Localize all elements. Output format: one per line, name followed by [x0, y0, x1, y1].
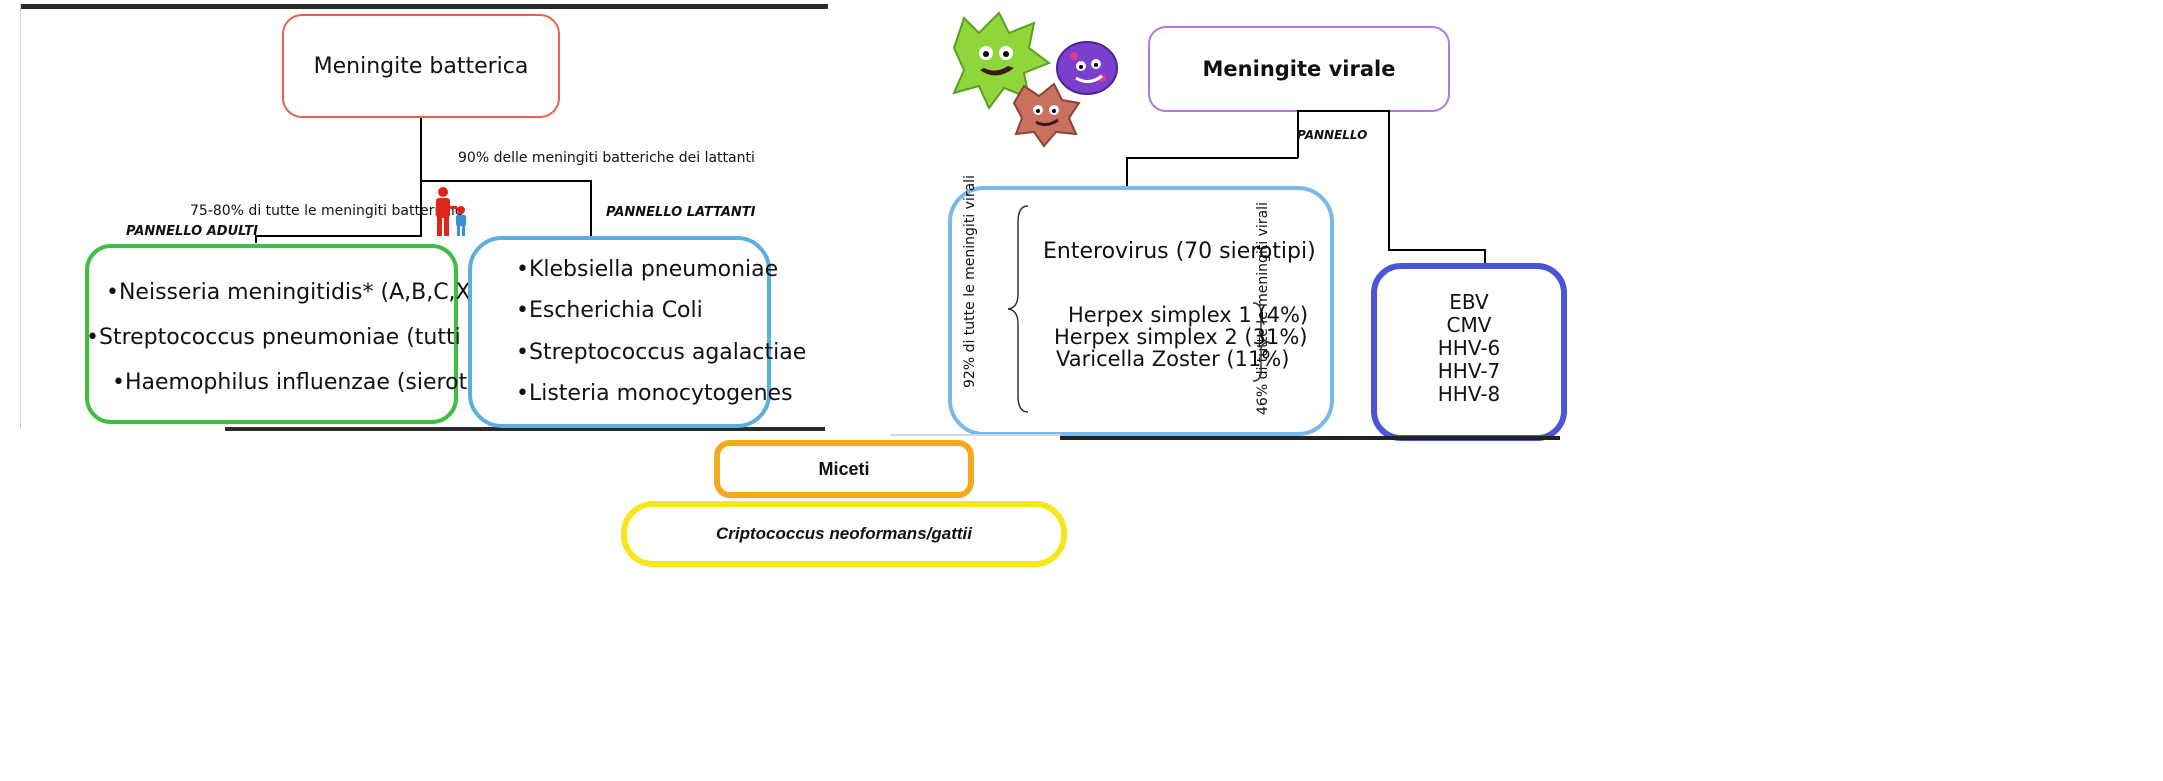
viral-other-cmv: CMV [1446, 313, 1492, 337]
infant-item-streptococcus-agalactiae: •Streptococcus agalactiae [516, 340, 807, 365]
viral-left-side-note: 92% di tutte le meningiti virali [962, 175, 978, 388]
fungi-species-box: Criptococcus neoformans/gattii [621, 501, 1067, 567]
infant-panel-box [468, 236, 771, 428]
fungi-species: Criptococcus neoformans/gattii [716, 524, 972, 543]
infant-item-listeria: •Listeria monocytogenes [516, 381, 793, 406]
viral-panel-label: PANNELLO [1297, 128, 1368, 142]
adult-percentage-note: 75-80% di tutte le meningiti batteriche [190, 203, 464, 219]
connector-adult-drop [255, 235, 257, 243]
infant-panel-label: PANNELLO LATTANTI [606, 205, 756, 220]
infant-item-escherichia: •Escherichia Coli [516, 298, 703, 323]
viral-other-hhv8: HHV-8 [1437, 382, 1501, 406]
viral-connector-right-box-drop [1484, 249, 1486, 265]
viruses-illustration-icon [952, 11, 1118, 148]
parent-child-icon [436, 187, 466, 236]
fungi-title-box: Miceti [714, 440, 974, 498]
infant-percentage-note: 90% delle meningiti batteriche dei latta… [458, 150, 755, 166]
viral-other-hhv7: HHV-7 [1437, 359, 1501, 383]
viral-connector-right [1297, 110, 1389, 112]
bottom-rule-right [1060, 436, 1560, 440]
viral-title: Meningite virale [1202, 57, 1396, 81]
bottom-rule-right-light [890, 434, 1060, 436]
left-panel-edge [20, 4, 21, 428]
viral-connector-right-to-box [1388, 249, 1486, 251]
connector-infant-drop [590, 180, 592, 237]
viral-connector-left-drop [1126, 157, 1128, 187]
top-rule-left [20, 4, 828, 9]
right-curly-brace [1252, 302, 1270, 382]
fungi-title: Miceti [818, 458, 870, 479]
connector-horizontal-adult [255, 235, 422, 237]
viral-other-box [1371, 263, 1567, 441]
viral-title-box: Meningite virale [1148, 26, 1450, 112]
bacterial-title: Meningite batterica [313, 53, 529, 79]
viral-connector-left [1126, 157, 1298, 159]
herpes-item-hsv1: Herpex simplex 1 (4%) [1068, 303, 1309, 327]
enterovirus-label: Enterovirus (70 sierotipi) [1043, 239, 1316, 264]
viral-connector-right-drop [1388, 110, 1390, 250]
connector-horizontal-infant [420, 180, 592, 182]
infant-item-klebsiella: •Klebsiella pneumoniae [516, 257, 779, 282]
herpes-item-hsv2: Herpex simplex 2 (31%) [1054, 325, 1308, 349]
adult-panel-label: PANNELLO ADULTI [126, 224, 258, 239]
connector-vertical-main [420, 118, 422, 236]
left-curly-brace [1007, 205, 1029, 413]
viral-connector-down [1297, 112, 1299, 158]
bottom-rule-left [225, 427, 825, 431]
herpes-item-vzv: Varicella Zoster (11%) [1056, 347, 1290, 371]
bacterial-title-box: Meningite batterica [282, 14, 560, 118]
adult-panel-box [85, 244, 458, 424]
viral-other-ebv: EBV [1449, 290, 1489, 314]
viral-other-list: EBV CMV HHV-6 HHV-7 HHV-8 [1371, 291, 1567, 406]
viral-other-hhv6: HHV-6 [1437, 336, 1501, 360]
